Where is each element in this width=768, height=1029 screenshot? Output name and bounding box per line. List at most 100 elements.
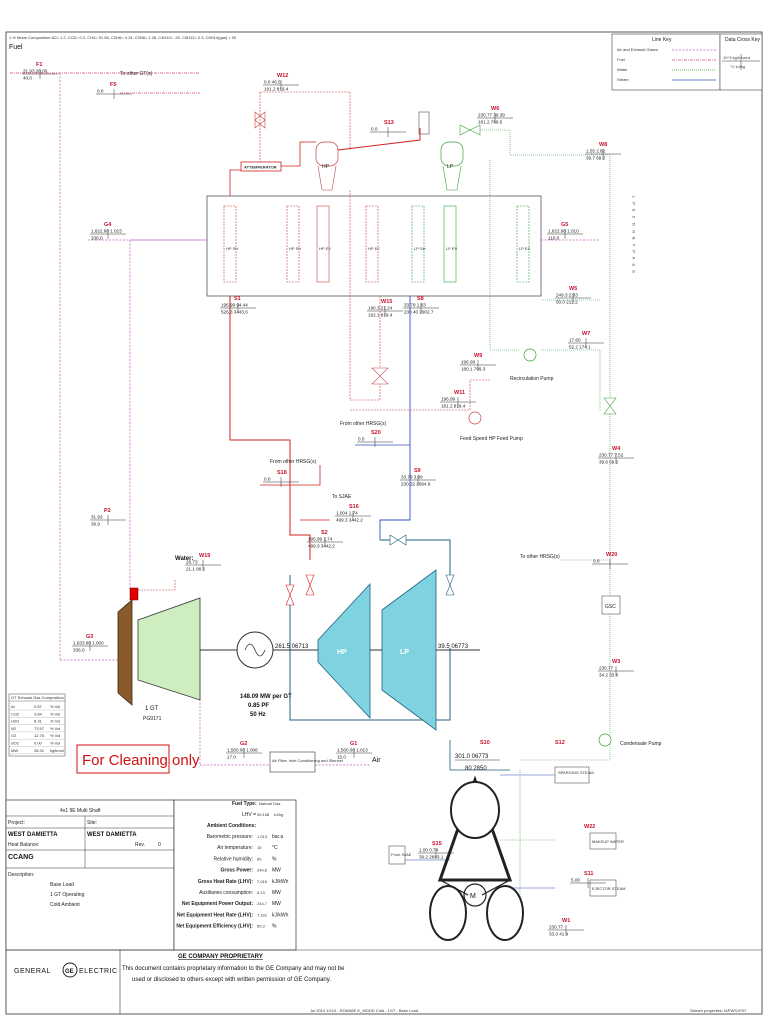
stream-id: S1	[234, 296, 241, 302]
stream-top-value: 1.00 0.74	[419, 848, 439, 853]
stream-f5: F50.0	[96, 82, 132, 99]
lp-steam-turbine	[381, 569, 437, 731]
valves	[254, 111, 617, 606]
performance-row: Air temperature:15°C	[217, 845, 278, 851]
stream-id: S10	[480, 740, 490, 746]
condensate-pump: Condensate Pump	[598, 733, 662, 747]
logo-right: ELECTRIC	[79, 968, 118, 975]
gen-pf: 0.85 PF	[248, 703, 269, 709]
rev-value: 0	[158, 842, 161, 848]
feed-pump: Feed Speed HP Feed Pump	[460, 411, 523, 442]
performance-value: 60	[257, 856, 262, 861]
project-value: WEST DAMIETTA	[8, 832, 58, 838]
stream-top-value: 230.77 7.52	[599, 453, 624, 458]
stream-bottom-value: 15.0	[337, 755, 346, 760]
description-line-1: Base Load	[50, 882, 74, 888]
exhaust-gas-unit: % Vol	[50, 711, 60, 716]
rev-label: Rev.	[135, 842, 145, 848]
hp-steam-turbine	[317, 582, 371, 720]
stream-id: G5	[561, 222, 568, 228]
exhaust-gas-value: 28.32	[34, 748, 45, 753]
exhaust-gas-value: 0.00	[34, 741, 43, 746]
hrsg-section-hp-ec: HP EC	[368, 246, 380, 251]
stream-top-value: 5.00	[571, 878, 580, 883]
stream-id: F5	[110, 82, 116, 88]
condenser: M SPARGING STEAM MAKEUP WATER EJECTOR ST…	[388, 766, 626, 941]
recirculation-pump: Recirculation Pump	[510, 348, 554, 382]
hrsg-section-hp-ev: HP EV	[319, 246, 331, 251]
exhaust-gas-unit: % Vol	[50, 733, 60, 738]
performance-value: 244.7	[257, 901, 268, 906]
fuel-title: Fuel	[9, 44, 23, 51]
stream-top-value: 1,560.00 1.006	[227, 748, 258, 753]
line-key-water: Water	[617, 67, 628, 72]
from-other-hrsg-1: From other HRSG(s)	[270, 459, 316, 465]
stream-id: W1	[562, 918, 570, 924]
stream-top-value: 1,633.60 1.000	[73, 641, 104, 646]
exhaust-gas-value: 3.84	[34, 711, 43, 716]
plant-type: 4x1 9E Multi Shaft	[60, 808, 101, 814]
hrsg-section-lp-ec: LP EC	[519, 246, 531, 251]
stream-top-value: 0.0 46.5	[264, 80, 281, 85]
exhaust-gas-name: MW	[11, 748, 18, 753]
water-label: Water:	[175, 556, 193, 562]
stream-id: S2	[321, 530, 328, 536]
stream-s10: S10	[480, 740, 490, 746]
stream-top-value: 1.55 2.82	[586, 149, 606, 154]
stream-id: W20	[606, 552, 617, 558]
composition-note: 1 % Molar Composition N2= 1.2, CO2= 0.2,…	[9, 35, 237, 40]
lp-drum: LP	[418, 111, 464, 191]
stream-top-value: 1,560.00 1.013	[337, 748, 368, 753]
gsc-label: GSC	[605, 604, 616, 610]
recirc-pump-label: Recirculation Pump	[510, 376, 554, 382]
steam-turbines: HP LP 261.5 06713 39.5 06773 301.0 06773…	[273, 569, 500, 772]
stream-top-value: 0.0	[371, 127, 378, 132]
performance-row: Relative humidity:60%	[214, 856, 277, 862]
cleaning-note: For Cleaning only	[82, 752, 200, 769]
stream-top-value: 31.93 20.00	[23, 69, 48, 74]
line-key-fuel: Fuel	[617, 57, 625, 62]
stream-bottom-value: 39.6 69.2	[599, 460, 619, 465]
stream-top-value: 28.73	[186, 560, 198, 565]
stream-bottom-value: 499.3 3442.2	[336, 518, 363, 523]
stream-top-value: 195.99 1.74	[308, 537, 333, 542]
stream-id: S18	[277, 470, 287, 476]
stream-id: S13	[384, 120, 394, 126]
exhaust-gas-name: Ar	[11, 704, 16, 709]
sparging-label: SPARGING STEAM	[558, 770, 594, 775]
gen2-value-bottom: 80 2850	[465, 766, 487, 772]
stream-id: G4	[104, 222, 112, 228]
performance-label: Air temperature:	[217, 845, 253, 851]
stream-s13: S13 0.0	[370, 120, 406, 137]
stream-top-value: 1,004 1.74	[336, 511, 358, 516]
performance-label: Auxiliaries consumption:	[199, 890, 253, 896]
proprietary-title: GE COMPANY PROPRIETARY	[178, 954, 263, 960]
logo-mark: GE	[65, 969, 74, 975]
performance-unit: kJ/kWh	[272, 912, 289, 918]
stream-bottom-value: 526.3 3443.6	[221, 310, 248, 315]
stream-id: P2	[104, 508, 111, 514]
air-label: Air	[372, 757, 381, 764]
stream-id: W4	[612, 446, 621, 452]
footer: GENERAL GE ELECTRIC GE COMPANY PROPRIETA…	[6, 949, 762, 1014]
stream-bottom-value: 17.0	[227, 755, 236, 760]
proprietary-text-2: used or disclosed to others except with …	[132, 977, 331, 983]
stream-properties: Stream properties: IAPWS-IF97	[690, 1008, 747, 1013]
stream-bottom-value: 39.2 2683.1	[419, 855, 444, 860]
project-block: 4x1 9E Multi Shaft Project: Site: WEST D…	[5, 799, 175, 951]
air-filter-box	[269, 751, 316, 773]
